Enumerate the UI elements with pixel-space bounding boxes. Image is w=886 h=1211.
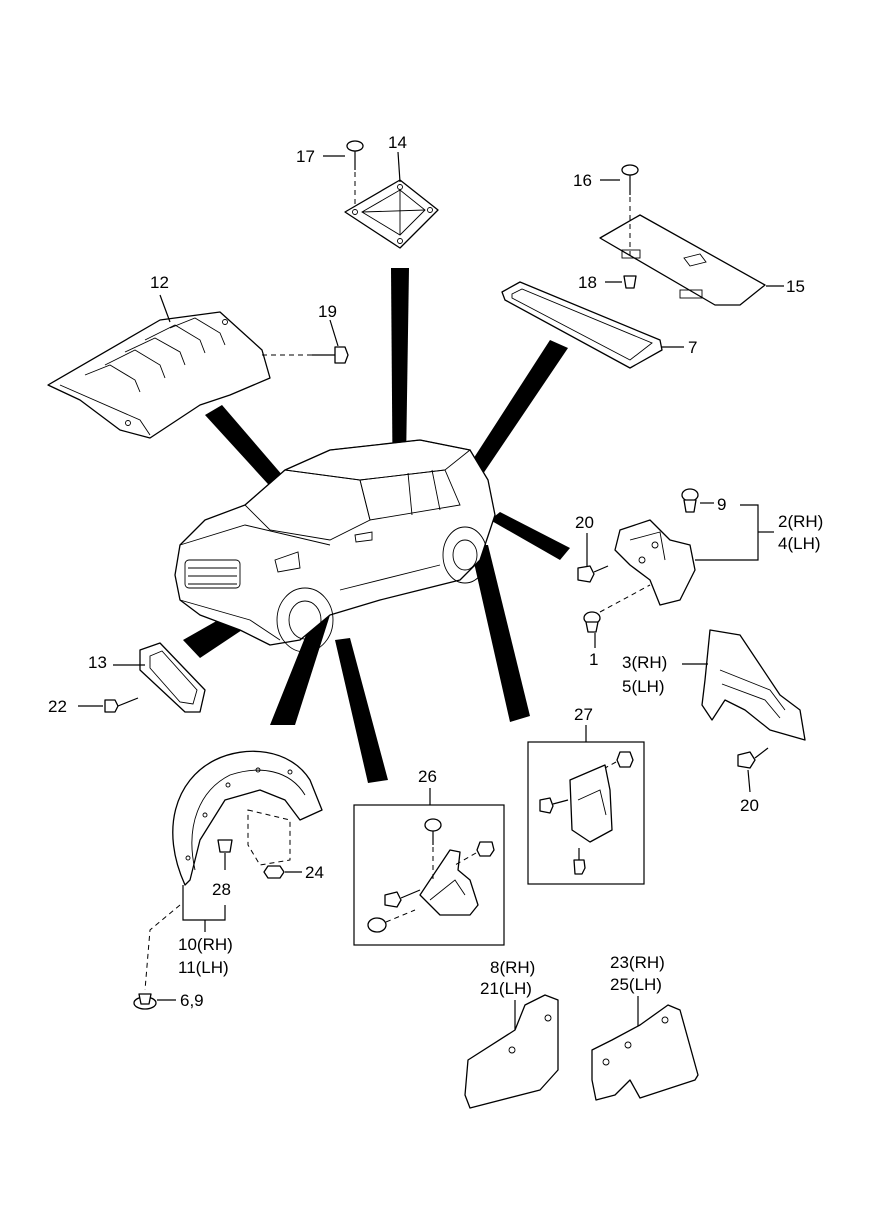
box-27 xyxy=(527,741,645,885)
box-26 xyxy=(353,804,505,946)
part-24-nut xyxy=(263,865,285,879)
leader-14 xyxy=(397,151,401,183)
callout-15: 15 xyxy=(786,277,805,296)
part-1-clip xyxy=(583,611,601,633)
part-18-clip xyxy=(623,275,637,289)
callout-27: 27 xyxy=(574,705,593,724)
part-10-11-liner xyxy=(172,750,323,886)
leader-20b xyxy=(747,769,751,793)
callout-11: 11(LH) xyxy=(178,958,229,977)
callout-14: 14 xyxy=(388,133,407,152)
callout-6-9: 6,9 xyxy=(180,991,204,1010)
callout-7: 7 xyxy=(688,338,697,357)
leader-12 xyxy=(159,294,171,323)
callout-19: 19 xyxy=(318,302,337,321)
part-15-lid xyxy=(599,214,766,306)
part-16-screw xyxy=(621,164,639,195)
part-17-screw xyxy=(346,140,364,170)
callout-16: 16 xyxy=(573,171,592,190)
part-7-gasket xyxy=(501,281,663,369)
part-26-fasteners xyxy=(367,818,495,933)
callout-4: 4(LH) xyxy=(778,534,821,553)
callout-20a: 20 xyxy=(575,513,594,532)
part-23-25-flap xyxy=(591,1004,699,1101)
part-22-screw xyxy=(104,697,139,713)
callout-8: 8(RH) xyxy=(490,958,535,977)
callout-17: 17 xyxy=(296,147,315,166)
part-3-5-shield xyxy=(701,629,806,741)
leader-19 xyxy=(329,319,339,347)
dash-6-9 xyxy=(144,904,181,991)
part-6-9-clip xyxy=(133,993,157,1010)
callout-2: 2(RH) xyxy=(778,512,823,531)
callout-25: 25(LH) xyxy=(610,975,662,994)
callout-21: 21(LH) xyxy=(480,979,532,998)
dash-24 xyxy=(247,809,291,866)
part-2-4-bracket xyxy=(614,519,696,606)
vehicle xyxy=(174,439,496,653)
part-26-mudflap xyxy=(419,849,479,916)
part-27-fasteners xyxy=(539,751,634,875)
callout-5: 5(LH) xyxy=(622,677,665,696)
callout-1: 1 xyxy=(589,650,598,669)
callout-26: 26 xyxy=(418,767,437,786)
callout-24: 24 xyxy=(305,863,324,882)
part-20-bolt-lower xyxy=(737,747,769,769)
callout-12: 12 xyxy=(150,273,169,292)
callout-22: 22 xyxy=(48,697,67,716)
part-12-heat-shield xyxy=(47,311,271,439)
part-8-21-flap xyxy=(464,994,559,1109)
part-9-clip xyxy=(681,488,699,513)
callout-18: 18 xyxy=(578,273,597,292)
part-14-cover xyxy=(344,179,439,249)
part-13-frame xyxy=(139,642,206,713)
part-20-bolt-upper xyxy=(577,565,609,583)
bracket-10-11 xyxy=(182,885,226,921)
callout-20b: 20 xyxy=(740,796,759,815)
callout-10: 10(RH) xyxy=(178,935,233,954)
part-19-bolt xyxy=(312,346,349,364)
callout-3: 3(RH) xyxy=(622,653,667,672)
callout-23: 23(RH) xyxy=(610,953,665,972)
part-27-mudflap xyxy=(569,764,613,843)
callout-9: 9 xyxy=(717,495,726,514)
part-28-clip xyxy=(217,839,233,853)
callout-28: 28 xyxy=(212,880,231,899)
callout-13: 13 xyxy=(88,653,107,672)
dash-1 xyxy=(599,584,651,613)
bracket-2-4 xyxy=(695,504,759,561)
